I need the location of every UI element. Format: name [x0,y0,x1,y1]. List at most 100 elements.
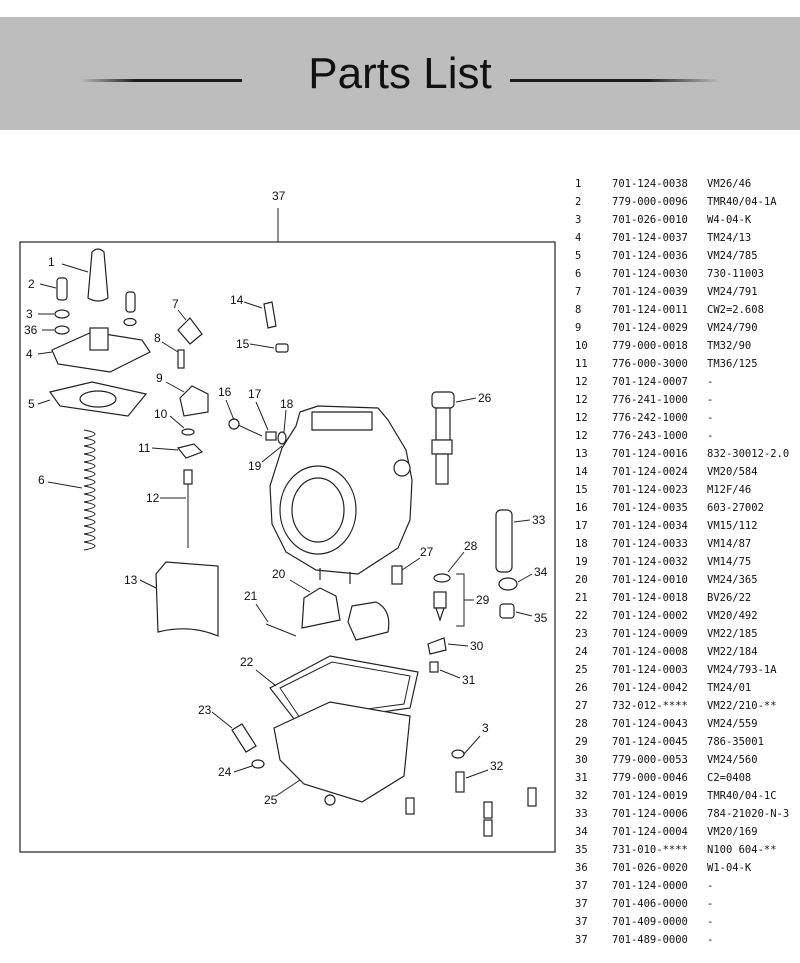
part-reference: VM24/365 [707,574,758,586]
part-number: 701-124-0016 [612,448,688,460]
part-reference: VM24/790 [707,322,758,334]
part-reference: - [707,898,714,910]
callout-18: 18 [280,397,294,411]
part-number: 701-489-0000 [612,934,688,946]
part-reference: CW2=2.608 [707,304,764,316]
part-number-index: 14 [575,466,588,478]
part-27-main-jet [391,557,421,585]
part-17-spring [255,401,277,441]
part-number-index: 12 [575,376,588,388]
part-number: 701-124-0037 [612,232,688,244]
part-reference: C2=0408 [707,772,752,784]
part-reference: VM24/560 [707,754,758,766]
callout-9: 9 [156,371,163,385]
callout-16: 16 [218,385,232,399]
part-11-plate [151,443,204,459]
callout-15: 15 [236,337,250,351]
part-number-index: 30 [575,754,588,766]
part-6-spring [47,429,96,551]
part-number-index: 37 [575,898,588,910]
part-number-index: 5 [575,250,582,262]
part-number: 701-124-0004 [612,826,688,838]
part-number: 701-124-0043 [612,718,688,730]
title-rule-left [80,79,242,82]
callout-21: 21 [244,589,258,603]
carburetor-body [269,405,413,584]
callout-5: 5 [28,397,35,411]
part-31-screw [429,661,461,679]
callout-31: 31 [462,673,476,687]
callout-20: 20 [272,567,286,581]
part-number: 701-124-0045 [612,736,688,748]
callout-14: 14 [230,293,244,307]
part-14-screw [243,301,277,329]
part-10-eclip [169,415,195,436]
part-24-washer [233,759,265,773]
callout-19: 19 [248,459,262,473]
part-reference: VM14/75 [707,556,752,568]
callout-37: 37 [272,189,286,203]
part-25-float-bowl [273,701,411,806]
part-number: 776-241-1000 [612,394,688,406]
part-number: 779-000-0096 [612,196,688,208]
part-number-index: 33 [575,808,588,820]
part-number-index: 13 [575,448,588,460]
part-number: 701-124-0003 [612,664,688,676]
part-number: 701-124-0024 [612,466,688,478]
part-reference: 786-35001 [707,736,764,748]
part-12-jet-needle [160,469,193,548]
assembly-frame [19,241,556,853]
part-33-pilot-jet [495,509,531,573]
callout-7: 7 [172,297,179,311]
callout-33: 33 [532,513,546,527]
part-number-index: 16 [575,502,588,514]
part-18-washer [277,409,287,445]
title-rule-right [510,79,720,82]
part-number: 701-124-0034 [612,520,688,532]
part-number-index: 24 [575,646,588,658]
part-reference: W1-04-K [707,862,752,874]
callout-3: 3 [26,307,33,321]
part-reference: 603-27002 [707,502,764,514]
part-number: 701-124-0008 [612,646,688,658]
part-reference: W4-04-K [707,214,752,226]
part-reference: 832-30012-2.0 [707,448,790,460]
callout-1: 1 [48,255,55,269]
part-reference: VM15/112 [707,520,758,532]
part-number: 779-000-0053 [612,754,688,766]
part-reference: VM22/184 [707,646,758,658]
callout-22: 22 [240,655,254,669]
part-number-index: 20 [575,574,588,586]
part-reference: VM24/559 [707,718,758,730]
part-number: 779-000-0018 [612,340,688,352]
part-number: 701-124-0023 [612,484,688,496]
part-reference: - [707,394,714,406]
part-reference: 730-11003 [707,268,764,280]
part-number-index: 27 [575,700,588,712]
part-number: 776-000-3000 [612,358,688,370]
part-number-index: 29 [575,736,588,748]
part-number-index: 12 [575,394,588,406]
part-number-index: 7 [575,286,582,298]
part-reference: VM24/793-1A [707,664,777,676]
part-number: 701-406-0000 [612,898,688,910]
callout-30: 30 [470,639,484,653]
part-number-index: 18 [575,538,588,550]
title-banner: Parts List [0,17,800,130]
callout-35: 35 [534,611,548,625]
part-number-index: 8 [575,304,582,316]
part-number-index: 26 [575,682,588,694]
callout-29: 29 [476,593,490,607]
callout-10: 10 [154,407,168,421]
part-number-index: 19 [575,556,588,568]
part-number: 701-124-0011 [612,304,688,316]
part-number: 701-124-0039 [612,286,688,298]
part-reference: VM22/185 [707,628,758,640]
part-number: 701-409-0000 [612,916,688,928]
part-reference: VM22/210-** [707,700,777,712]
part-reference: TM24/01 [707,682,752,694]
part-number-index: 36 [575,862,588,874]
callout-17: 17 [248,387,262,401]
part-number: 701-124-0010 [612,574,688,586]
part-32-screw [405,769,537,837]
